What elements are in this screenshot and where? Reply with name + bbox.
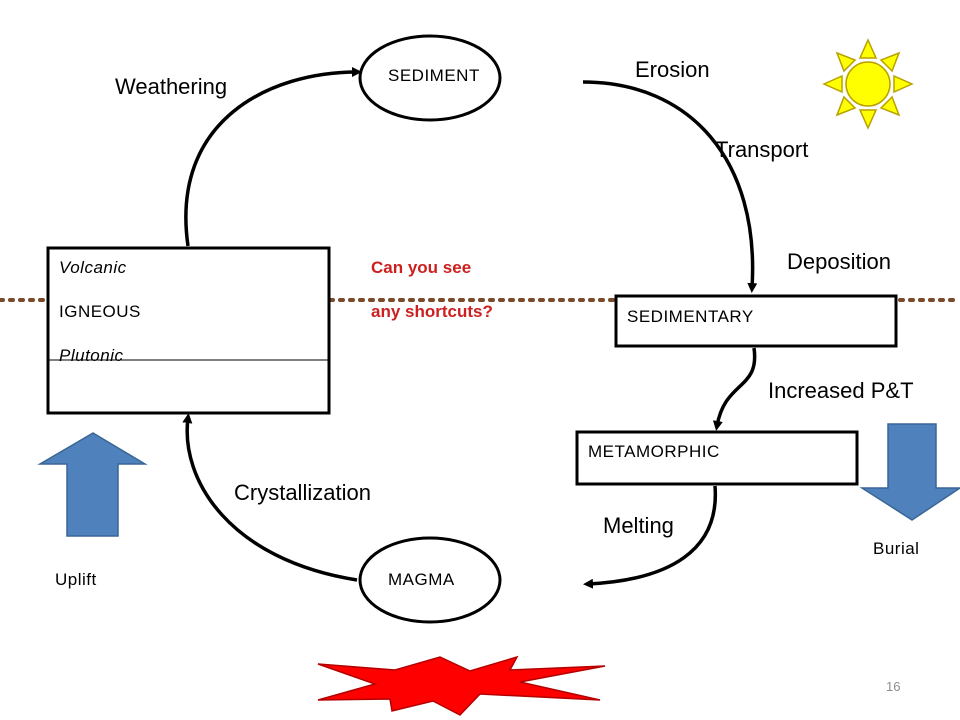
sediment-node [358,34,502,122]
up-arrow-icon [37,432,148,537]
transport-label: Transport [715,137,809,162]
increased-pt-label: Increased P&T [768,378,914,403]
igneous-node [46,246,331,415]
crystallization-label: Crystallization [234,480,371,505]
explosion-burst-icon [317,655,606,716]
plutonic-label: Plutonic [59,346,124,365]
metamorphic-label: METAMORPHIC [588,442,720,461]
increased-pt-arrow [712,347,757,431]
magma-label: MAGMA [388,570,455,589]
weathering-arrow [184,67,362,247]
erosion-arrow [582,80,758,293]
page-number: 16 [886,679,901,694]
magma-node [358,536,502,624]
question-line-2: any shortcuts? [371,302,493,321]
question-line-1: Can you see [371,258,472,277]
sedimentary-label: SEDIMENTARY [627,307,754,326]
crystallization-arrow [182,413,358,582]
metamorphic-node [575,430,859,486]
down-arrow-icon [859,423,960,521]
volcanic-label: Volcanic [59,258,127,277]
erosion-label: Erosion [635,57,710,82]
melting-arrow [583,485,718,589]
weathering-label: Weathering [115,74,228,99]
deposition-label: Deposition [787,249,891,274]
sediment-label: SEDIMENT [388,66,480,85]
melting-label: Melting [603,513,674,538]
igneous-label: IGNEOUS [59,302,141,321]
uplift-label: Uplift [55,570,97,589]
burial-label: Burial [873,539,920,558]
sedimentary-node [614,294,898,348]
sun-icon [822,38,914,130]
